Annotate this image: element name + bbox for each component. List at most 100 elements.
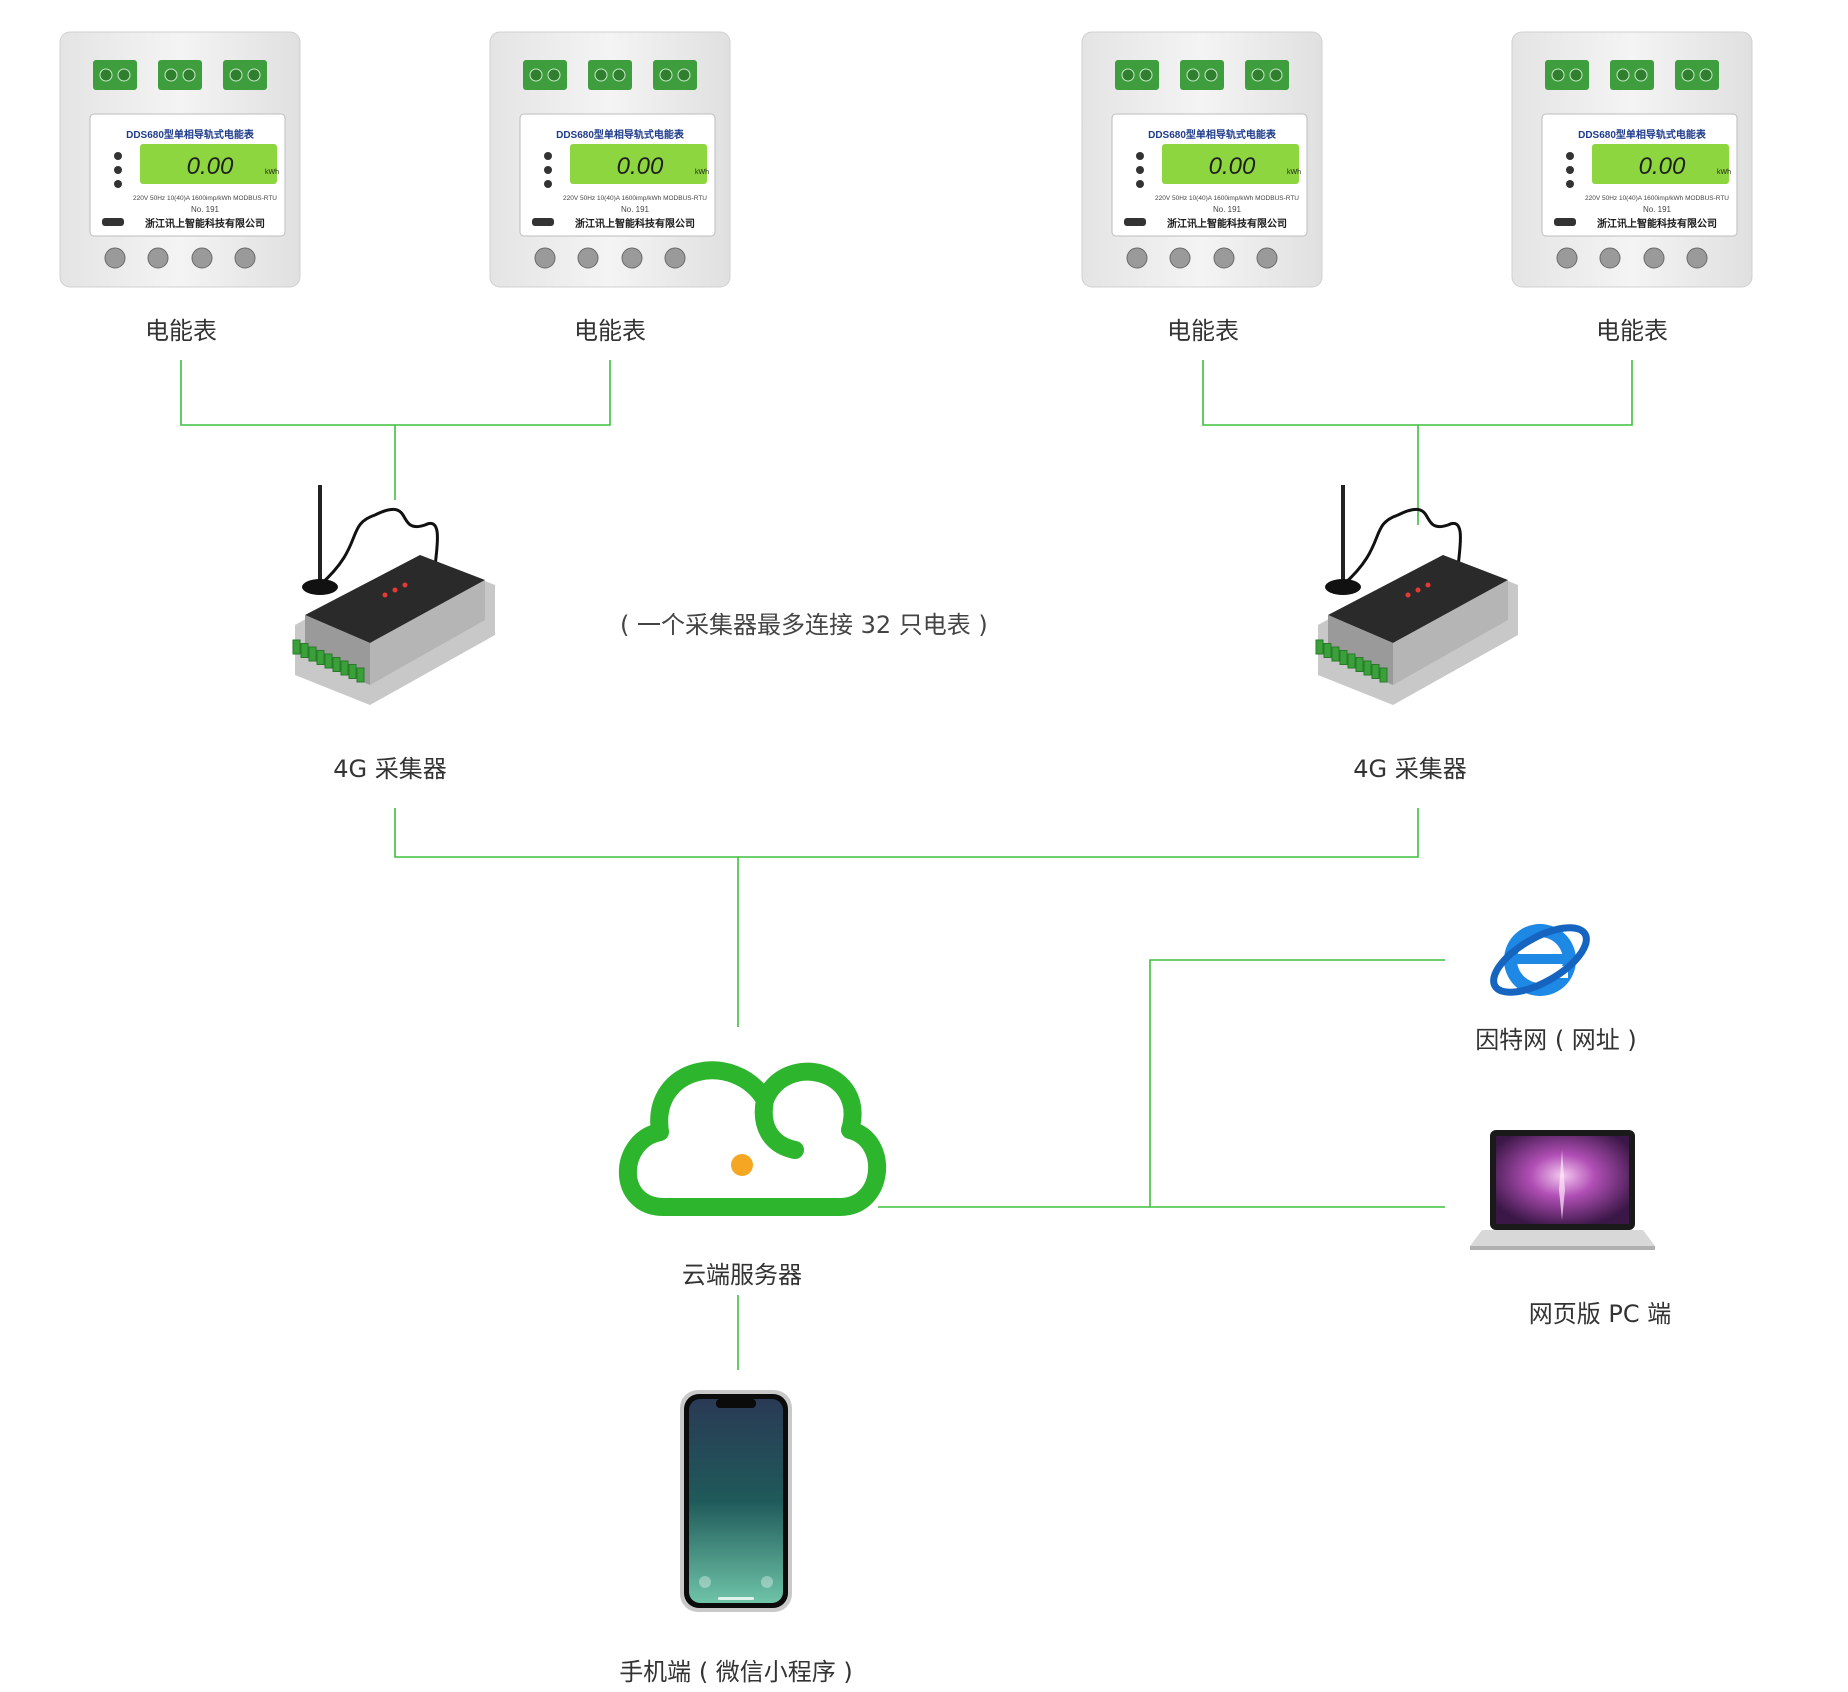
collector-terminal	[308, 646, 317, 662]
meter-model: DDS680型单相导轨式电能表	[556, 128, 685, 141]
terminal-screw	[1634, 68, 1648, 82]
collector-terminal	[300, 643, 309, 658]
indicator-led	[1136, 166, 1144, 174]
meter-unit: kWh	[695, 169, 709, 176]
terminal-screw	[1204, 68, 1218, 82]
collector-top-panel	[305, 555, 485, 643]
terminal-screw-bottom	[621, 247, 643, 269]
terminal-screw	[659, 68, 673, 82]
pc-label: 网页版 PC 端	[1528, 1300, 1672, 1328]
terminal-block-top	[158, 60, 202, 90]
connection-lines	[180, 360, 1633, 1370]
terminal-screw	[1699, 68, 1713, 82]
4g-collector-left	[292, 485, 495, 705]
meter-unit: kWh	[1717, 169, 1731, 176]
collector-led	[392, 587, 398, 593]
terminal-block-top	[1115, 60, 1159, 90]
indicator-led	[1566, 180, 1574, 188]
terminal-screw	[677, 68, 691, 82]
terminal-screw	[117, 68, 131, 82]
terminal-screw-bottom	[1213, 247, 1235, 269]
indicator-led	[544, 180, 552, 188]
meter-reading: 0.00	[1639, 153, 1686, 180]
terminal-screw	[229, 68, 243, 82]
meter-reading: 0.00	[1209, 153, 1256, 180]
collector-led	[402, 582, 408, 588]
meter-unit: kWh	[265, 169, 279, 176]
terminal-block-top	[1610, 60, 1654, 90]
indicator-led	[1136, 152, 1144, 160]
collector-top-panel	[1328, 555, 1508, 643]
terminal-screw	[594, 68, 608, 82]
ir-port	[1554, 218, 1576, 226]
collector-label-right: 4G 采集器	[1353, 755, 1467, 783]
terminal-block-top	[223, 60, 267, 90]
meter-maker: 浙江讯上智能科技有限公司	[1167, 217, 1287, 230]
collector-terminal	[324, 653, 333, 669]
meter-lcd	[570, 144, 707, 184]
collector-front	[370, 580, 485, 685]
cloud-server-icon	[619, 1061, 887, 1216]
terminal-screw	[99, 68, 113, 82]
terminal-screw-bottom	[1256, 247, 1278, 269]
terminal-block-top	[523, 60, 567, 90]
meter-reading: 0.00	[617, 153, 664, 180]
energy-meter-3: DDS680型单相导轨式电能表 0.00 kWh 220V 50Hz 10(40)A …	[1081, 31, 1323, 288]
ir-port	[532, 218, 554, 226]
indicator-led	[1566, 166, 1574, 174]
meter-lcd	[1162, 144, 1299, 184]
terminal-block-top	[588, 60, 632, 90]
terminal-block-top	[1180, 60, 1224, 90]
meter-model: DDS680型单相导轨式电能表	[1148, 128, 1277, 141]
collector-led	[1405, 592, 1411, 598]
meter-model: DDS680型单相导轨式电能表	[1578, 128, 1707, 141]
meter-spec: 220V 50Hz 10(40)A 1600imp/kWh MODBUS-RTU	[1155, 195, 1299, 202]
terminal-block-top	[653, 60, 697, 90]
terminal-screw	[164, 68, 178, 82]
meter-label-2: 电能表	[574, 317, 646, 345]
indicator-led	[1566, 152, 1574, 160]
terminal-screw-bottom	[1556, 247, 1578, 269]
terminal-screw	[1569, 68, 1583, 82]
meter-model: DDS680型单相导轨式电能表	[126, 128, 255, 141]
collector-terminal	[1347, 653, 1356, 669]
meter-lcd	[1592, 144, 1729, 184]
terminal-screw-bottom	[147, 247, 169, 269]
collector-terminal	[332, 657, 341, 672]
terminal-screw	[1186, 68, 1200, 82]
ir-port	[1124, 218, 1146, 226]
terminal-screw	[182, 68, 196, 82]
collector-terminal	[1379, 667, 1388, 683]
indicator-led	[1136, 180, 1144, 188]
laptop-icon	[1470, 1130, 1655, 1250]
collector-terminal	[1323, 643, 1332, 658]
terminal-screw-bottom	[534, 247, 556, 269]
antenna-cable	[319, 507, 439, 587]
terminal-screw	[529, 68, 543, 82]
terminal-screw-bottom	[234, 247, 256, 269]
terminal-screw	[1551, 68, 1565, 82]
terminal-block-top	[93, 60, 137, 90]
indicator-led	[544, 166, 552, 174]
terminal-screw	[612, 68, 626, 82]
meter-reading: 0.00	[187, 153, 234, 180]
terminal-screw-bottom	[104, 247, 126, 269]
collector-terminal	[340, 660, 349, 676]
terminal-screw	[1681, 68, 1695, 82]
collector-terminal	[348, 664, 357, 679]
meter-serial: No. 191	[1643, 205, 1672, 214]
indicator-led	[114, 180, 122, 188]
collector-terminal	[316, 650, 325, 665]
4g-collector-right	[1315, 485, 1518, 705]
collector-terminal	[1315, 639, 1324, 655]
ie-browser-icon	[1490, 924, 1590, 996]
meter-unit: kWh	[1287, 169, 1301, 176]
antenna-base	[1325, 579, 1361, 595]
terminal-screw	[547, 68, 561, 82]
antenna-base	[302, 579, 338, 595]
meter-spec: 220V 50Hz 10(40)A 1600imp/kWh MODBUS-RTU	[1585, 195, 1729, 202]
collector-terminal	[1363, 660, 1372, 676]
terminal-block-top	[1545, 60, 1589, 90]
